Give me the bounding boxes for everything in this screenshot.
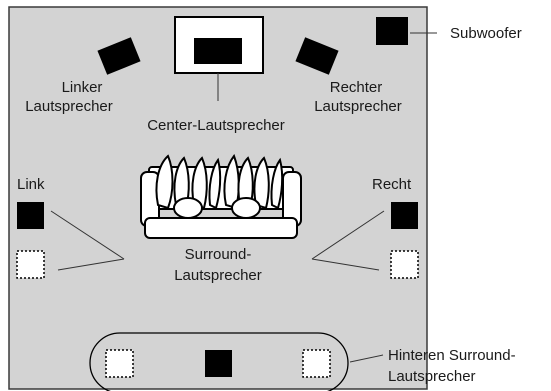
left-listener-arm-r <box>208 157 222 210</box>
left-listener-leg-r <box>191 156 208 210</box>
left-surround-speaker <box>17 202 44 229</box>
front-left-label-line1: Linker <box>62 79 103 96</box>
right-listener-arm-l <box>223 153 240 210</box>
rear-surround-label-line1: Hinteren Surround- <box>388 347 516 364</box>
sofa-seat <box>144 217 298 239</box>
surround-label-line2: Lautsprecher <box>174 267 262 284</box>
left-side-label: Link <box>17 176 45 193</box>
rear-surround-group-outline <box>89 332 349 391</box>
right-surround-line-upper <box>311 210 385 260</box>
center-speaker <box>194 38 242 64</box>
front-right-label-line1: Rechter <box>330 79 383 96</box>
right-listener-arm-r <box>270 157 284 210</box>
subwoofer-speaker <box>376 17 408 45</box>
right-listener-leg-r <box>253 156 270 210</box>
rear-surround-right-speaker <box>302 349 331 378</box>
surround-label-line1: Surround- <box>185 246 252 263</box>
front-left-speaker <box>97 37 141 75</box>
rear-surround-center-speaker <box>205 350 232 377</box>
left-surround-back-speaker <box>16 250 45 279</box>
left-surround-line-upper <box>50 210 125 260</box>
sofa-with-listeners <box>140 153 302 239</box>
front-left-label-line2: Lautsprecher <box>25 98 113 115</box>
subwoofer-label: Subwoofer <box>450 25 522 42</box>
center-speaker-label: Center-Lautsprecher <box>147 117 285 134</box>
left-listener-head <box>173 197 203 219</box>
left-listener-arm-l <box>155 154 174 210</box>
rear-surround-left-speaker <box>105 349 134 378</box>
front-right-speaker <box>295 37 339 75</box>
rear-surround-label-line2: Lautsprecher <box>388 368 476 385</box>
front-right-label-line2: Lautsprecher <box>314 98 402 115</box>
right-side-label: Recht <box>372 176 412 193</box>
right-surround-speaker <box>391 202 418 229</box>
right-surround-line-lower <box>311 258 380 271</box>
right-listener-head <box>231 197 261 219</box>
left-surround-line-lower <box>57 258 125 271</box>
rear-surround-callout-line <box>349 354 384 363</box>
right-surround-back-speaker <box>390 250 419 279</box>
